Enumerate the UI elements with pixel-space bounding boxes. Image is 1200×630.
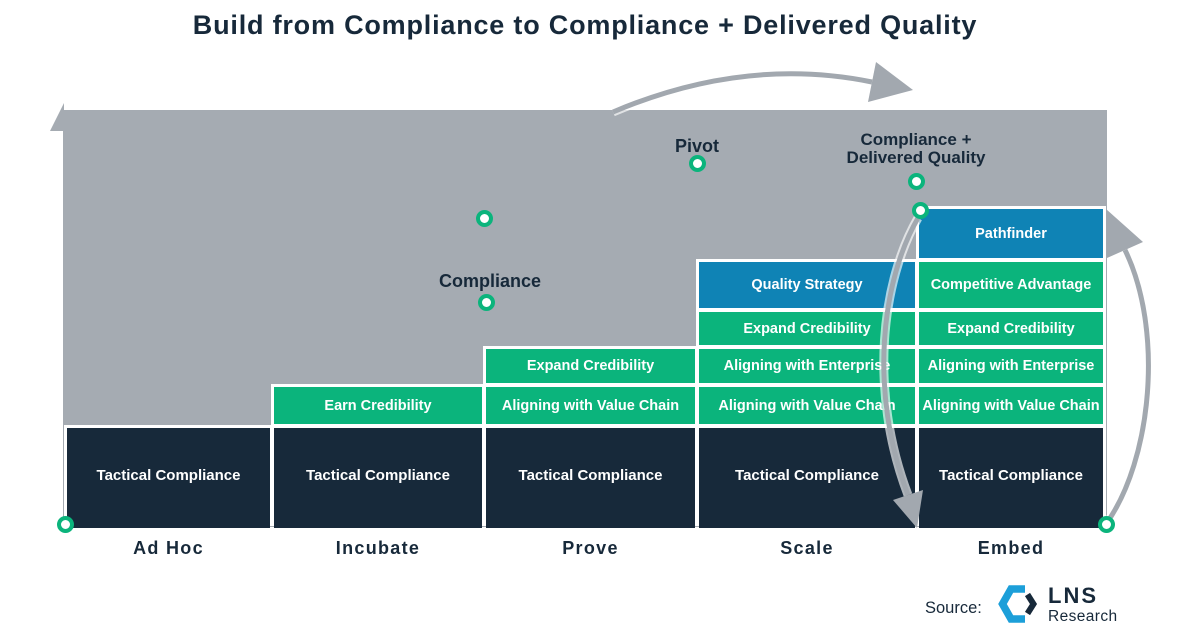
block-label: Earn Credibility (324, 397, 432, 414)
block-label: Competitive Advantage (930, 277, 1092, 293)
block-label: Expand Credibility (526, 358, 655, 374)
block-aligning-with-value-chain: Aligning with Value Chain (916, 384, 1106, 427)
block-label: Quality Strategy (751, 277, 863, 293)
block-label: Aligning with Enterprise (723, 358, 891, 374)
block-label: Tactical Compliance (306, 467, 450, 484)
stage-label-embed: Embed (977, 538, 1045, 558)
milestone-marker (907, 172, 925, 190)
axis-arrow-tip (50, 103, 64, 131)
block-earn-credibility: Earn Credibility (271, 384, 485, 427)
stage-label-ad-hoc: Ad Hoc (133, 538, 204, 558)
lns-logo-subtext: Research (1048, 608, 1118, 625)
block-label: Aligning with Value Chain (718, 397, 896, 414)
stage-label-incubate: Incubate (335, 538, 421, 558)
milestone-marker (475, 209, 493, 227)
block-competitive-advantage: Competitive Advantage (916, 259, 1106, 311)
annotation-compliance: Compliance (380, 271, 600, 291)
annotation-line: Compliance (438, 271, 542, 291)
block-aligning-with-value-chain: Aligning with Value Chain (696, 384, 918, 427)
block-expand-credibility: Expand Credibility (916, 309, 1106, 348)
block-label: Expand Credibility (743, 320, 871, 337)
lns-logo-text: LNS (1048, 583, 1098, 608)
block-label: Tactical Compliance (518, 467, 663, 484)
block-aligning-with-value-chain: Aligning with Value Chain (483, 384, 698, 427)
block-label: Tactical Compliance (735, 467, 879, 484)
block-label: Aligning with Value Chain (922, 397, 1100, 414)
milestone-marker (477, 293, 495, 311)
block-aligning-with-enterprise: Aligning with Enterprise (696, 346, 918, 386)
annotation-compliance-delivered-quality: Compliance +Delivered Quality (796, 131, 1036, 166)
block-quality-strategy: Quality Strategy (696, 259, 918, 311)
pivot-arc-arrow (611, 62, 913, 117)
source-label: Source: (925, 599, 982, 617)
block-label: Pathfinder (975, 225, 1047, 242)
milestone-marker (688, 154, 706, 172)
milestone-marker (56, 515, 74, 533)
block-tactical-compliance: Tactical Compliance (64, 425, 273, 526)
milestone-marker (911, 201, 929, 219)
axis-segment (274, 523, 482, 528)
block-tactical-compliance: Tactical Compliance (696, 425, 918, 526)
block-tactical-compliance: Tactical Compliance (483, 425, 698, 526)
axis-segment (486, 523, 695, 528)
block-pathfinder: Pathfinder (916, 206, 1106, 261)
annotation-line: Compliance + (860, 130, 972, 149)
axis-segment (699, 523, 915, 528)
block-label: Aligning with Enterprise (927, 358, 1095, 374)
block-label: Aligning with Value Chain (501, 397, 680, 414)
block-label: Tactical Compliance (96, 467, 241, 484)
annotation-line: Delivered Quality (846, 147, 986, 167)
block-label: Tactical Compliance (939, 467, 1083, 484)
stage-label-scale: Scale (780, 538, 834, 558)
stage-label-prove: Prove (562, 538, 619, 558)
block-expand-credibility: Expand Credibility (696, 309, 918, 348)
lns-logo-icon (998, 585, 1038, 623)
block-expand-credibility: Expand Credibility (483, 346, 698, 386)
block-tactical-compliance: Tactical Compliance (271, 425, 485, 526)
annotation-line: Pivot (674, 136, 719, 156)
block-aligning-with-enterprise: Aligning with Enterprise (916, 346, 1106, 386)
block-label: Expand Credibility (947, 320, 1075, 337)
ascend-arrow (1102, 209, 1153, 527)
annotation-pivot: Pivot (627, 136, 767, 156)
milestone-marker (1097, 515, 1115, 533)
page-title: Build from Compliance to Compliance + De… (192, 10, 978, 40)
axis-segment (919, 523, 1103, 528)
block-tactical-compliance: Tactical Compliance (916, 425, 1106, 526)
axis-segment (67, 523, 270, 528)
